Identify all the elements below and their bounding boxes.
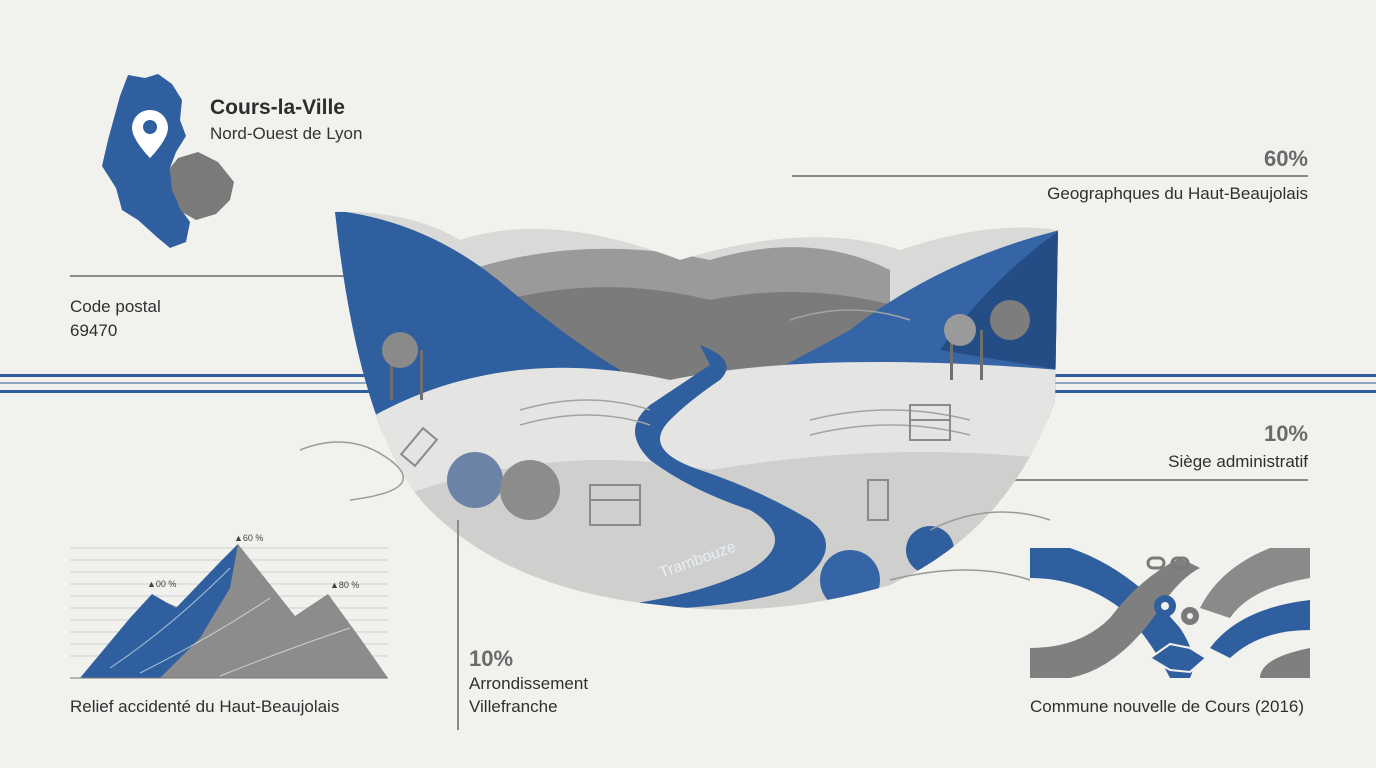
loom-icon xyxy=(589,484,641,526)
commune-caption: Commune nouvelle de Cours (2016) xyxy=(1030,697,1305,716)
spool-icon xyxy=(867,479,889,521)
gear-icon-small xyxy=(1181,607,1199,625)
merge-band-blue-right xyxy=(1210,600,1310,658)
postal-label: Code postal xyxy=(70,297,161,316)
postal-rule xyxy=(70,275,460,277)
relief-peak-label-center: ▲60 % xyxy=(234,533,264,543)
geo-percent: 60% xyxy=(1263,146,1308,171)
geo-rule xyxy=(792,175,1308,177)
loom-icon-right xyxy=(909,404,951,441)
siege-percent: 10% xyxy=(1263,421,1308,446)
department-shape-blue xyxy=(102,74,190,248)
arr-rule xyxy=(457,520,459,730)
location-title: Cours-la-Ville xyxy=(210,96,345,119)
siege-label: Siège administratif xyxy=(1168,452,1308,471)
merge-band-blue-left xyxy=(1030,548,1194,678)
spool-icon-left xyxy=(399,426,439,468)
merge-band-grey-left xyxy=(1030,558,1200,678)
relief-peak-label-left: ▲00 % xyxy=(147,579,177,589)
river-trambouze xyxy=(580,345,826,610)
relief-chart xyxy=(70,528,390,680)
siege-rule xyxy=(972,479,1308,481)
department-map xyxy=(100,70,240,252)
merge-band-grey-right-lower xyxy=(1260,648,1310,678)
postal-value: 69470 xyxy=(70,321,118,340)
arr-label-line1: Arrondissement xyxy=(469,674,589,693)
merge-band-grey-right xyxy=(1200,548,1310,618)
gear-icon xyxy=(1154,595,1176,617)
relief-peak-label-right: ▲80 % xyxy=(330,580,360,590)
location-subtitle: Nord-Ouest de Lyon xyxy=(210,124,363,143)
location-pin-icon xyxy=(132,110,168,158)
landscape-illustration xyxy=(290,200,1070,620)
relief-mountain-blue xyxy=(80,544,238,678)
handshake-icon xyxy=(1148,642,1208,674)
arr-percent: 10% xyxy=(469,646,514,671)
relief-caption: Relief accidenté du Haut-Beaujolais xyxy=(70,697,340,716)
arr-label-line2: Villefranche xyxy=(469,697,558,716)
department-shape-grey xyxy=(170,152,234,220)
geo-label: Geographques du Haut-Beaujolais xyxy=(1047,184,1308,203)
commune-graphic xyxy=(1030,548,1310,688)
chain-link-icon xyxy=(1146,556,1190,570)
